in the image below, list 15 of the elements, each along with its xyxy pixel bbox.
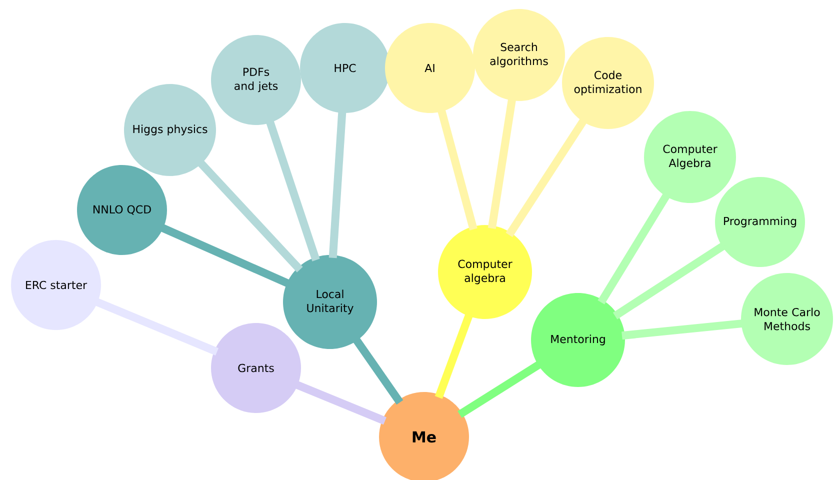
connector — [598, 192, 671, 304]
connector — [434, 312, 474, 399]
connector — [352, 336, 404, 405]
connector — [158, 223, 292, 288]
connector — [506, 117, 588, 238]
connector — [488, 97, 516, 229]
connector — [294, 380, 386, 425]
connector — [93, 297, 219, 356]
connector — [437, 108, 478, 230]
connector — [622, 319, 744, 340]
connector — [196, 158, 303, 272]
connector — [612, 242, 727, 320]
connector — [266, 118, 320, 262]
connector — [458, 360, 543, 418]
connector — [328, 110, 346, 258]
